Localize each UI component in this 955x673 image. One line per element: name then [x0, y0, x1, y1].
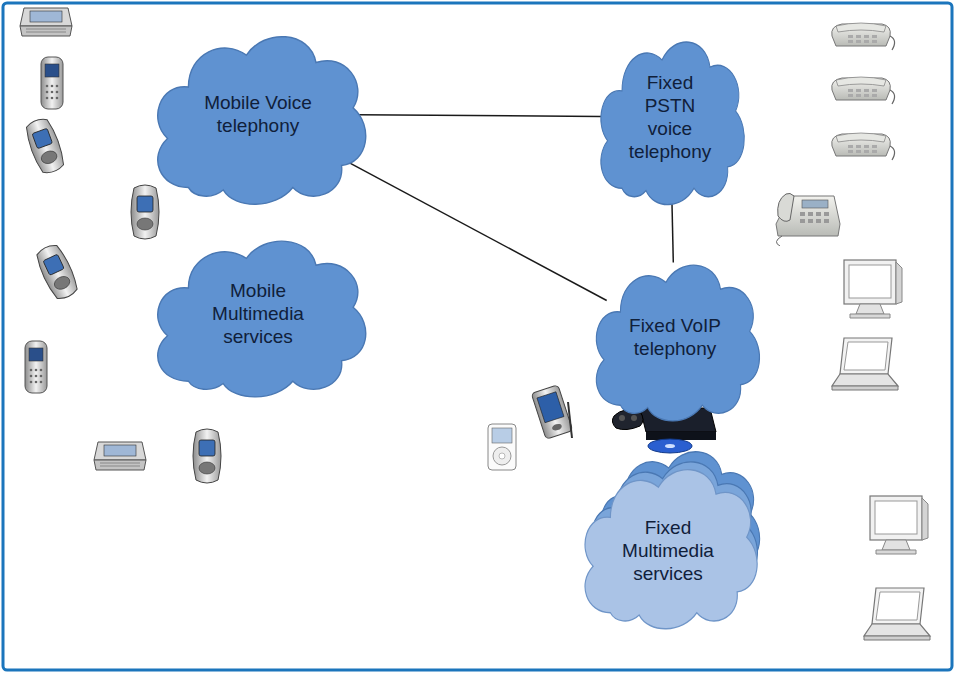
cloud-label: Fixed VoIP telephony	[619, 314, 732, 360]
cloud-label: Mobile Voice telephony	[186, 91, 330, 137]
connector-line	[358, 115, 601, 117]
cloud-shape	[142, 16, 374, 212]
cloud-label: Fixed Multimedia services	[609, 516, 728, 585]
cloud-shape	[590, 22, 750, 212]
cloud-node: Fixed Multimedia services	[572, 450, 764, 636]
cloud-node: Fixed VoIP telephony	[584, 246, 766, 428]
connector-line	[672, 195, 674, 263]
cloud-node: Mobile Multimedia services	[142, 222, 374, 404]
cloud-label: Fixed PSTN voice telephony	[621, 71, 720, 163]
cloud-label: Mobile Multimedia services	[186, 279, 330, 348]
connector-line	[341, 158, 607, 300]
cloud-shape	[584, 246, 766, 428]
cloud-node: Mobile Voice telephony	[142, 16, 374, 212]
cloud-node: Fixed PSTN voice telephony	[590, 22, 750, 212]
